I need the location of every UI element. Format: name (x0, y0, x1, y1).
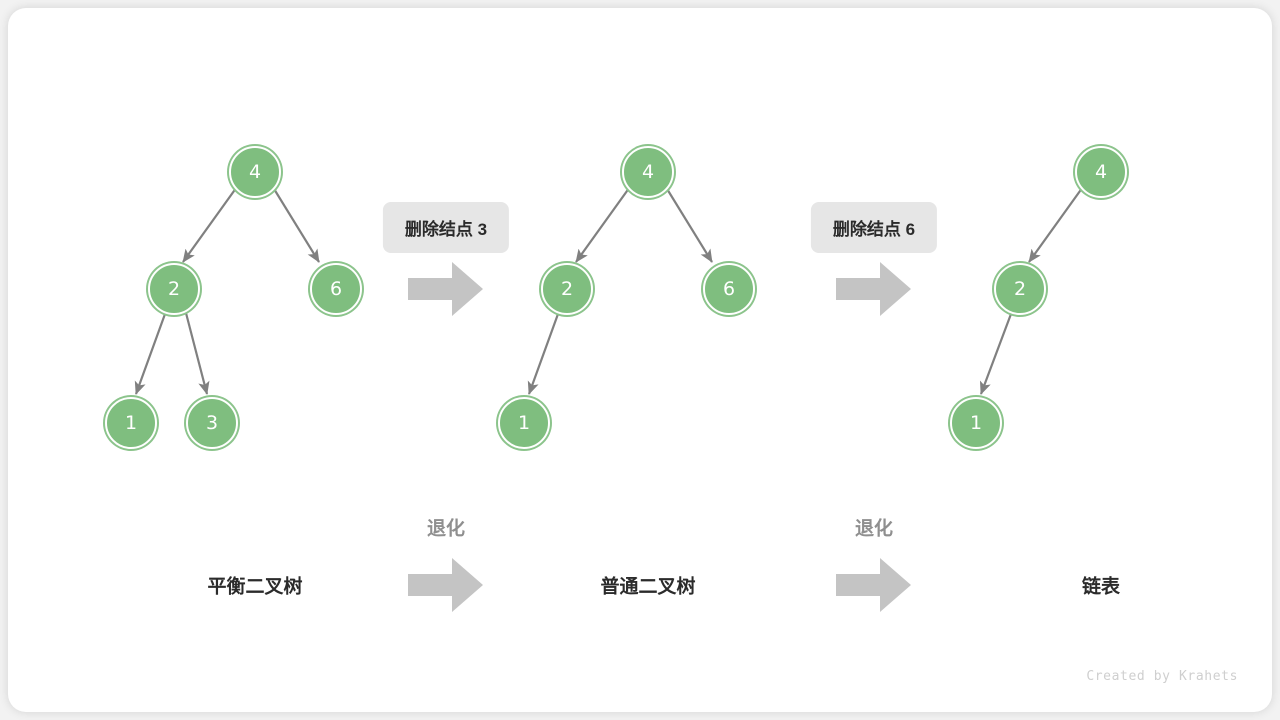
node-list-4[interactable]: 4 (1075, 146, 1127, 198)
node-ordinary-2[interactable]: 2 (541, 263, 593, 315)
figure-card: 4 2 6 1 3 4 2 6 1 4 2 1 删除结点 3 删除结点 6 退化… (8, 8, 1272, 712)
transition-arrow-lower-1 (408, 558, 483, 612)
node-ordinary-6[interactable]: 6 (703, 263, 755, 315)
caption-linked-list: 链表 (1081, 576, 1121, 598)
node-ordinary-4[interactable]: 4 (622, 146, 674, 198)
edges-ordinary-bst (527, 183, 713, 395)
node-balanced-4[interactable]: 4 (229, 146, 281, 198)
watermark-credit: Created by Krahets (1086, 669, 1238, 684)
edges-balanced-bst (134, 183, 320, 395)
node-balanced-2[interactable]: 2 (148, 263, 200, 315)
node-balanced-6[interactable]: 6 (310, 263, 362, 315)
node-list-2[interactable]: 2 (994, 263, 1046, 315)
caption-ordinary-tree: 普通二叉树 (600, 576, 696, 598)
degrade-label-1: 退化 (426, 518, 466, 540)
transition-arrow-lower-2 (836, 558, 911, 612)
node-balanced-3[interactable]: 3 (186, 397, 238, 449)
transition-arrow-upper-1 (408, 262, 483, 316)
node-list-1[interactable]: 1 (950, 397, 1002, 449)
tree-edges-canvas (134, 183, 1086, 395)
transition-arrow-upper-2 (836, 262, 911, 316)
delete-node-3-label: 删除结点 3 (382, 202, 510, 253)
node-ordinary-1[interactable]: 1 (498, 397, 550, 449)
delete-node-6-label: 删除结点 6 (810, 202, 938, 253)
caption-balanced-tree: 平衡二叉树 (207, 576, 303, 598)
degrade-label-2: 退化 (854, 518, 894, 540)
node-balanced-1[interactable]: 1 (105, 397, 157, 449)
edges-linked-list (979, 183, 1086, 395)
